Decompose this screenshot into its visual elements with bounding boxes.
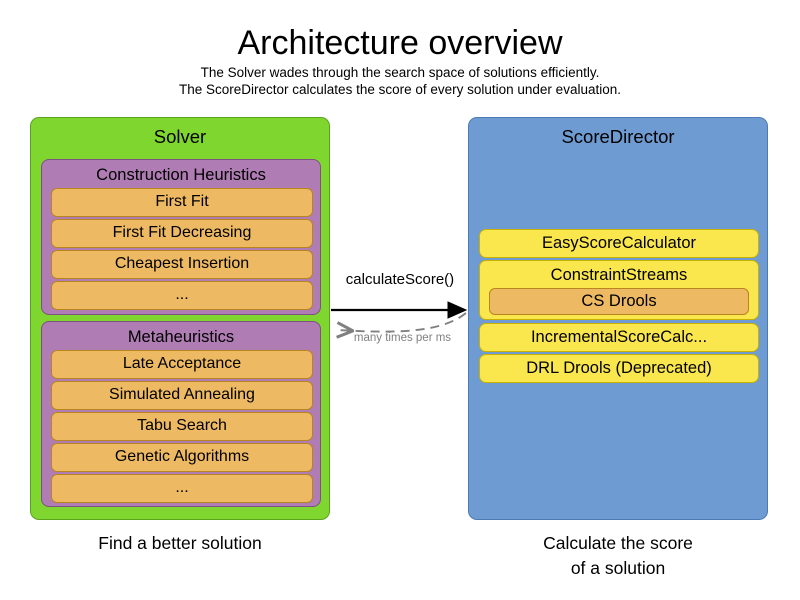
drl-drools-box[interactable]: DRL Drools (Deprecated) [479, 354, 759, 383]
score-director-panel-title: ScoreDirector [561, 126, 675, 147]
score-director-caption-line-2: of a solution [570, 558, 666, 578]
construction-heuristics-group: Construction Heuristics First Fit First … [41, 159, 321, 315]
easy-score-calculator-box[interactable]: EasyScoreCalculator [479, 229, 759, 258]
metaheuristics-title: Metaheuristics [127, 328, 235, 346]
diagram-header: Architecture overview The Solver wades t… [0, 22, 800, 98]
construction-heuristics-title: Construction Heuristics [96, 166, 266, 184]
algorithm-simulated-annealing[interactable]: Simulated Annealing [51, 381, 313, 410]
solver-caption: Find a better solution [30, 531, 330, 556]
score-director-caption: Calculate the score of a solution [468, 531, 768, 581]
algorithm-late-acceptance[interactable]: Late Acceptance [51, 350, 313, 379]
algorithm-tabu-search[interactable]: Tabu Search [51, 412, 313, 441]
incremental-score-calculator-box[interactable]: IncrementalScoreCalc... [479, 323, 759, 352]
solver-panel-title: Solver [153, 126, 207, 147]
solver-panel: Solver Construction Heuristics First Fit… [30, 117, 330, 520]
algorithm-more-metaheuristics[interactable]: ... [51, 474, 313, 503]
algorithm-more-construction[interactable]: ... [51, 281, 313, 310]
score-director-panel: ScoreDirector EasyScoreCalculator Constr… [468, 117, 768, 520]
many-times-per-ms-label: many times per ms [353, 332, 452, 344]
solver-caption-line: Find a better solution [98, 533, 262, 553]
page-title: Architecture overview [237, 24, 563, 62]
algorithm-first-fit[interactable]: First Fit [51, 188, 313, 217]
constraint-streams-box[interactable]: ConstraintStreams CS Drools [479, 260, 759, 320]
algorithm-genetic-algorithms[interactable]: Genetic Algorithms [51, 443, 313, 472]
subtitle-line-2: The ScoreDirector calculates the score o… [179, 82, 621, 97]
algorithm-first-fit-decreasing[interactable]: First Fit Decreasing [51, 219, 313, 248]
many-times-per-ms-arrow [338, 312, 467, 332]
subtitle-line-1: The Solver wades through the search spac… [200, 65, 600, 80]
algorithm-cheapest-insertion[interactable]: Cheapest Insertion [51, 250, 313, 279]
constraint-streams-label: ConstraintStreams [550, 266, 688, 284]
calculate-score-label: calculateScore() [345, 271, 455, 288]
metaheuristics-group: Metaheuristics Late Acceptance Simulated… [41, 321, 321, 507]
score-director-caption-line-1: Calculate the score [543, 533, 693, 553]
cs-drools-box[interactable]: CS Drools [489, 288, 749, 315]
